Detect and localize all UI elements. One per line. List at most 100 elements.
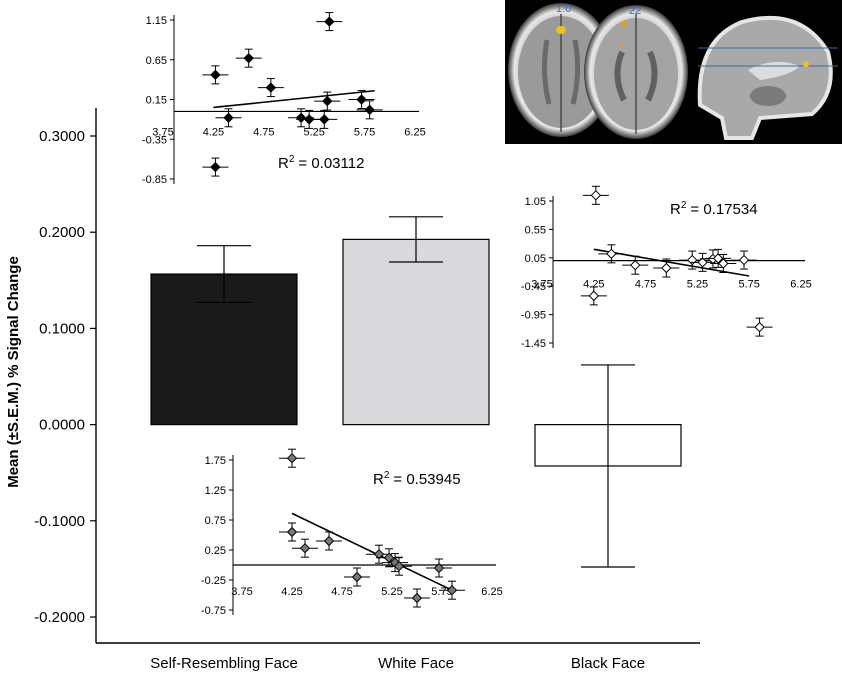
category-label-1: White Face <box>378 655 454 672</box>
brain-slice-label-2: 22 <box>629 5 641 17</box>
r2-superscript: 2 <box>681 200 687 211</box>
data-point <box>630 259 641 271</box>
inset-x-tick-label: 4.75 <box>635 279 656 291</box>
inset-x-tick-label: 5.25 <box>381 586 402 598</box>
inset-y-tick-label: -0.95 <box>521 310 546 322</box>
inset-y-tick-label: 1.25 <box>205 485 226 497</box>
data-point <box>286 452 298 464</box>
brain-slice-label-1: 1.0 <box>556 3 571 15</box>
inset-fit-line <box>213 89 375 109</box>
main-y-tick-label: 0.2000 <box>39 224 85 241</box>
data-point <box>588 290 600 302</box>
data-point <box>364 104 375 116</box>
data-point <box>446 584 458 596</box>
inset-x-tick-label: 6.25 <box>481 586 502 598</box>
main-y-tick-label: -0.1000 <box>34 513 85 530</box>
inset-fit-line <box>291 512 453 591</box>
inset-x-tick-label: 5.25 <box>303 126 324 138</box>
data-point <box>265 82 277 93</box>
inset-y-tick-label: -0.85 <box>142 174 167 186</box>
inset-r2-label: R2= 0.17534 <box>670 200 758 218</box>
inset-x-tick-label: 3.75 <box>152 126 173 138</box>
inset-y-tick-label: -0.75 <box>201 605 226 617</box>
data-point <box>223 112 234 123</box>
brain-axial-slice-2 <box>584 5 688 139</box>
r2-value: = 0.03112 <box>298 155 364 172</box>
inset-scatter-white: 1.05 0.55 0.05 -0.45 -0.95 -1.45 3.75 4.25 4.75 5… <box>521 185 812 350</box>
brain-sagittal-slice <box>697 15 838 140</box>
data-point <box>687 254 698 266</box>
data-point <box>210 69 221 81</box>
inset-scatter-self-resembling: 1.15 0.65 0.15 -0.35 -0.85 3.75 4.25 4.75 5.25 5.… <box>142 12 426 186</box>
brain-image-inset: 1.0 22 <box>505 0 842 144</box>
inset-scatter-black: 1.75 1.25 0.75 0.25 -0.25 -0.75 3.75 4.25 4.75 5.… <box>201 448 503 617</box>
inset-r2-label: R2= 0.03112 <box>278 154 364 172</box>
data-point <box>356 94 367 105</box>
inset-x-tick-label: 4.25 <box>583 279 604 291</box>
data-point <box>373 548 385 560</box>
data-point <box>718 258 729 269</box>
main-y-axis-label: Mean (±S.E.M.) % Signal Change <box>5 256 22 488</box>
inset-y-tick-label: -0.35 <box>142 134 167 146</box>
data-point <box>661 262 672 274</box>
data-point <box>319 114 330 125</box>
inset-y-tick-label: -1.45 <box>521 338 546 350</box>
data-point <box>433 562 445 574</box>
inset-x-tick-label: 5.75 <box>354 126 375 138</box>
category-label-0: Self-Resembling Face <box>150 655 298 672</box>
data-point <box>697 257 708 268</box>
inset-y-tick-label: -0.45 <box>521 281 546 293</box>
bar-1 <box>342 238 490 426</box>
inset-y-tick-label: 0.65 <box>146 55 167 67</box>
inset-x-tick-label: 3.75 <box>231 586 252 598</box>
inset-x-tick-label: 4.75 <box>331 586 352 598</box>
r2-symbol: R <box>670 201 681 218</box>
inset-y-tick-label: 0.05 <box>525 253 546 265</box>
r2-value: = 0.53945 <box>393 471 460 488</box>
main-y-tick-label: 0.0000 <box>39 417 85 434</box>
data-point <box>738 254 750 266</box>
data-point <box>754 321 765 333</box>
inset-y-tick-label: 0.55 <box>525 224 546 236</box>
r2-superscript: 2 <box>384 470 390 481</box>
data-point <box>303 114 315 125</box>
inset-r2-label: R2= 0.53945 <box>373 470 461 488</box>
inset-y-tick-label: 0.75 <box>205 515 226 527</box>
inset-x-tick-label: 5.25 <box>687 279 708 291</box>
data-point <box>351 571 363 583</box>
inset-x-tick-label: 4.25 <box>281 586 302 598</box>
main-bars <box>150 216 682 568</box>
inset-x-tick-label: 4.75 <box>253 126 274 138</box>
data-point <box>606 248 617 260</box>
data-point <box>295 112 307 123</box>
inset-x-tick-label: 4.25 <box>203 126 224 138</box>
data-point <box>590 190 602 201</box>
main-y-tick-label: -0.2000 <box>34 609 85 626</box>
main-y-tick-label: 0.3000 <box>39 128 85 145</box>
brain-axial-slice-1 <box>508 3 614 137</box>
inset-y-tick-label: 0.15 <box>146 95 167 107</box>
r2-value: = 0.17534 <box>690 201 757 218</box>
inset-y-tick-label: -0.25 <box>201 575 226 587</box>
inset-y-tick-label: 0.25 <box>205 545 226 557</box>
inset-x-tick-label: 6.25 <box>404 126 425 138</box>
data-point <box>286 526 298 538</box>
main-category-labels: Self-Resembling Face White Face Black Face <box>150 655 645 672</box>
inset-y-tick-label: 1.05 <box>525 196 546 208</box>
inset-x-tick-label: 3.75 <box>531 279 552 291</box>
inset-y-tick-label: 1.15 <box>146 15 167 27</box>
inset-x-tick-label: 5.75 <box>738 279 759 291</box>
inset-y-tick-label: 1.75 <box>205 455 226 467</box>
r2-symbol: R <box>278 155 289 172</box>
data-point <box>243 52 254 64</box>
data-point <box>210 161 221 173</box>
data-point <box>322 95 333 107</box>
category-label-2: Black Face <box>571 655 645 672</box>
data-point <box>393 560 405 572</box>
inset-x-tick-label: 5.75 <box>431 586 452 598</box>
data-point <box>324 16 335 27</box>
data-point <box>323 535 335 547</box>
